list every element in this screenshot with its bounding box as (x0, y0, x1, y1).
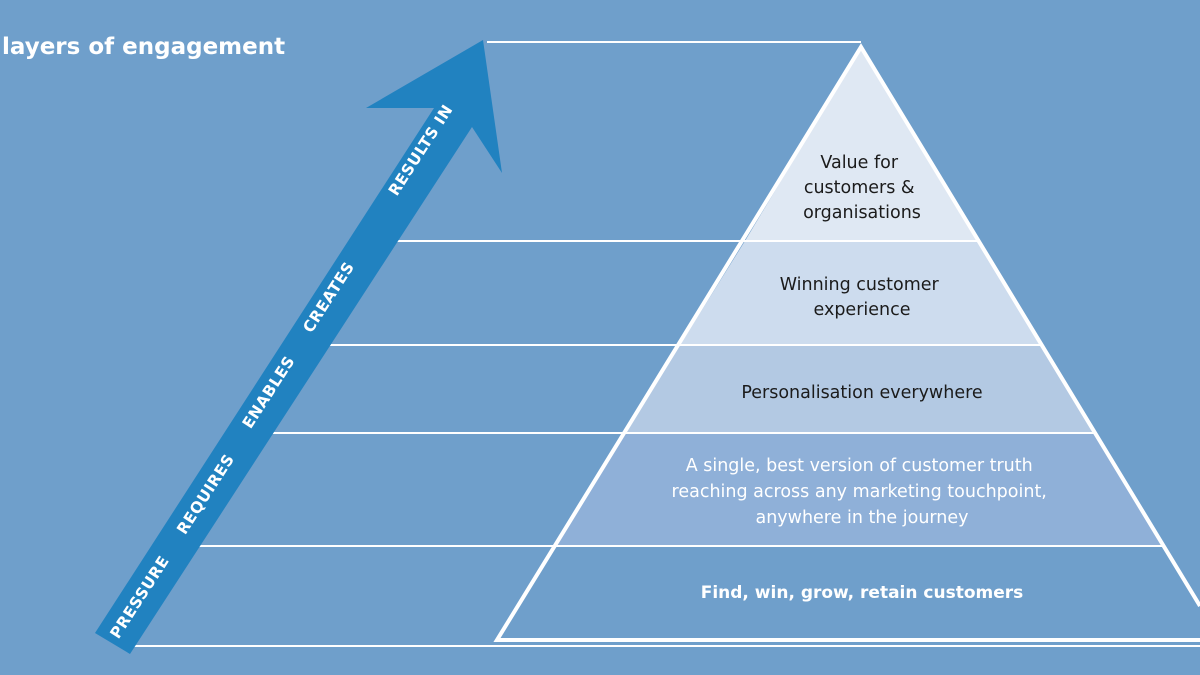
arrow-labels: PRESSURE REQUIRES ENABLES CREATES RESULT… (107, 102, 457, 642)
slide-title: layers of engagement (2, 34, 286, 60)
pyramid-tier-5 (497, 546, 1200, 640)
upward-diagonal-arrow-icon (95, 40, 502, 654)
pyramid-tier-4 (555, 433, 1165, 546)
tier-1-label: Value for customers & organisations (803, 153, 921, 223)
pyramid-tier-2 (680, 241, 1043, 345)
pyramid-outline (493, 43, 1200, 642)
tier-2-label: Winning customer experience (780, 275, 945, 320)
pyramid-tier-1 (745, 47, 979, 241)
tier-5-label: Find, win, grow, retain customers (701, 583, 1024, 603)
tier-4-label: A single, best version of customer truth… (672, 456, 1053, 528)
tier-3-label: Personalisation everywhere (741, 383, 982, 403)
pyramid-tier-3 (626, 345, 1096, 433)
